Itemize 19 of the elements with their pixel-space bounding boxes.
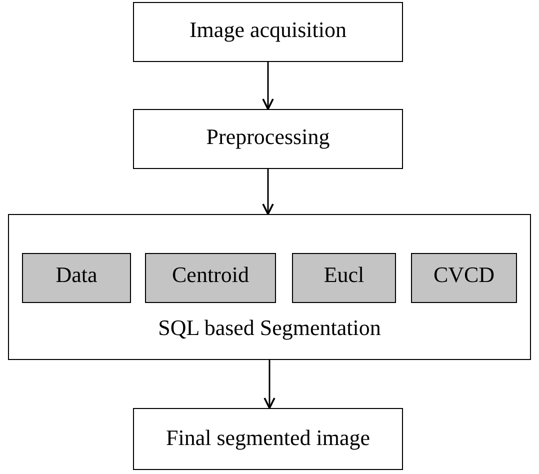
box-label: Centroid — [171, 262, 250, 288]
process-box — [133, 2, 403, 62]
panel-heading: SQL based Segmentation — [157, 315, 382, 341]
component-box — [411, 253, 517, 303]
arrow — [264, 360, 276, 409]
component-box — [292, 253, 396, 303]
segmentation-panel — [8, 214, 531, 360]
component-box — [22, 253, 131, 303]
box-label: Final segmented image — [164, 425, 372, 451]
process-box — [133, 408, 403, 470]
box-label: Data — [54, 262, 98, 288]
process-box — [133, 109, 403, 169]
box-label: Image acquisition — [188, 17, 348, 43]
arrow — [262, 62, 274, 110]
component-box — [145, 253, 276, 303]
box-label: CVCD — [432, 262, 496, 288]
arrow — [262, 169, 274, 215]
box-label: Preprocessing — [205, 124, 331, 150]
box-label: Eucl — [322, 262, 366, 288]
